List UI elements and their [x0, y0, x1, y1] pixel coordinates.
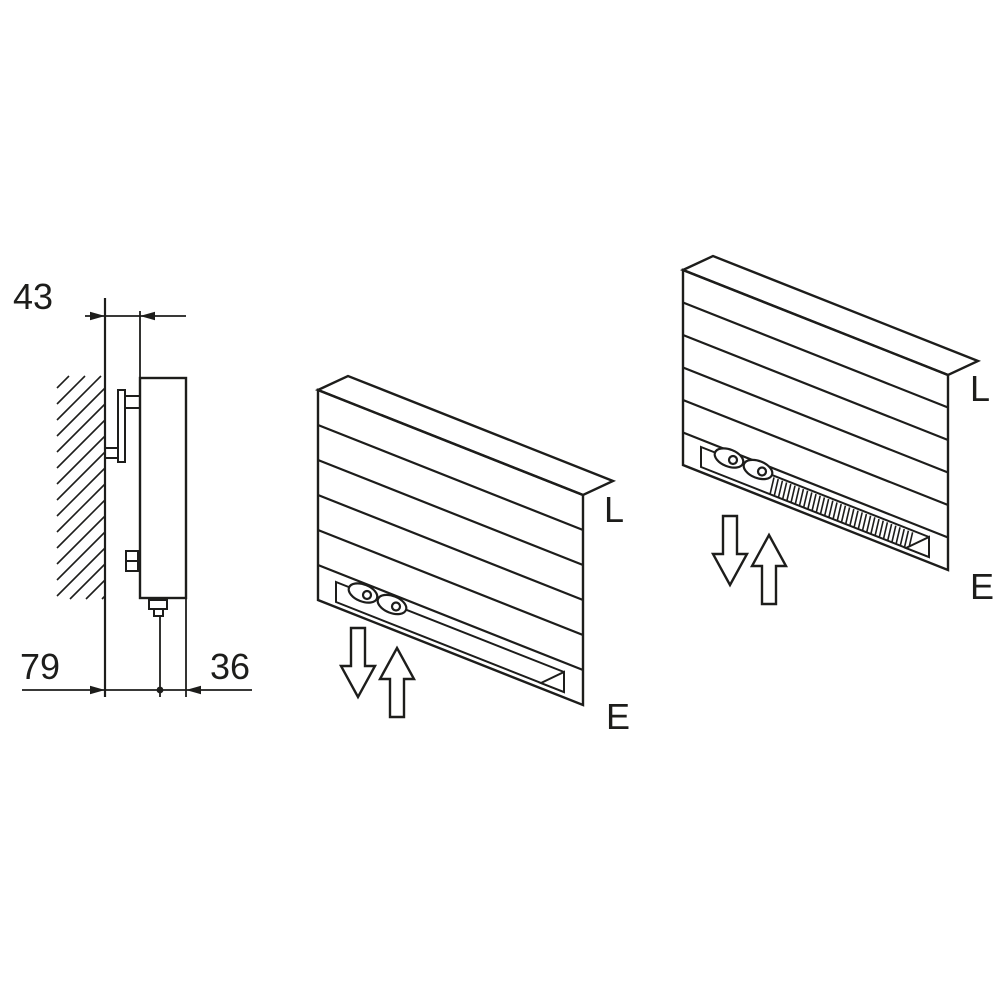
port-label-top: L — [604, 489, 624, 530]
airflow-down-arrow-icon — [710, 514, 750, 588]
port-label-bottom: E — [970, 566, 994, 607]
airflow-up-arrow-icon — [749, 532, 789, 606]
dimension-top-arrow-left-icon — [140, 311, 155, 321]
grille-hatching — [769, 477, 914, 550]
side-view: 43 79 36 — [13, 276, 252, 697]
airflow-up-arrow-icon — [377, 645, 417, 719]
radiator-middle-bottom-channel — [335, 580, 565, 694]
radiator-right-bottom-channel — [700, 445, 930, 559]
airflow-down-arrow-icon — [338, 626, 378, 700]
radiator-right-top-face — [679, 254, 982, 377]
channel-end-triangle — [903, 535, 930, 559]
dimension-bottom-arrow-left-icon — [186, 685, 201, 695]
valve-inner-icon — [361, 589, 373, 601]
valve-inner-icon — [756, 466, 768, 477]
mounting-bracket-bottom — [125, 550, 139, 572]
connection-valves — [347, 582, 408, 616]
valve-inner-icon — [390, 601, 402, 612]
wall-hatching — [56, 375, 106, 600]
dimension-bottom-left-value: 79 — [20, 646, 60, 687]
channel-end-triangle — [538, 670, 565, 694]
bottom-valve — [148, 599, 168, 617]
dimension-bottom-arrow-right-icon — [90, 685, 105, 695]
radiator-middle: L E — [314, 374, 630, 737]
dimension-top-value: 43 — [13, 276, 53, 317]
dimension-dot — [156, 686, 164, 694]
port-label-bottom: E — [606, 696, 630, 737]
radiator-right-slats — [682, 301, 949, 539]
radiator-middle-slats — [317, 423, 584, 672]
radiator-side-profile — [138, 376, 188, 600]
connection-valves — [713, 447, 774, 481]
port-label-top: L — [970, 368, 990, 409]
dimension-bottom-right-value: 36 — [210, 646, 250, 687]
mounting-bracket-top — [104, 389, 141, 463]
dimension-top-arrow-right-icon — [90, 311, 105, 321]
radiator-right: L E — [679, 254, 994, 607]
dimension-bottom: 79 36 — [20, 598, 252, 697]
dimension-top: 43 — [13, 276, 186, 378]
valve-inner-icon — [727, 454, 739, 466]
